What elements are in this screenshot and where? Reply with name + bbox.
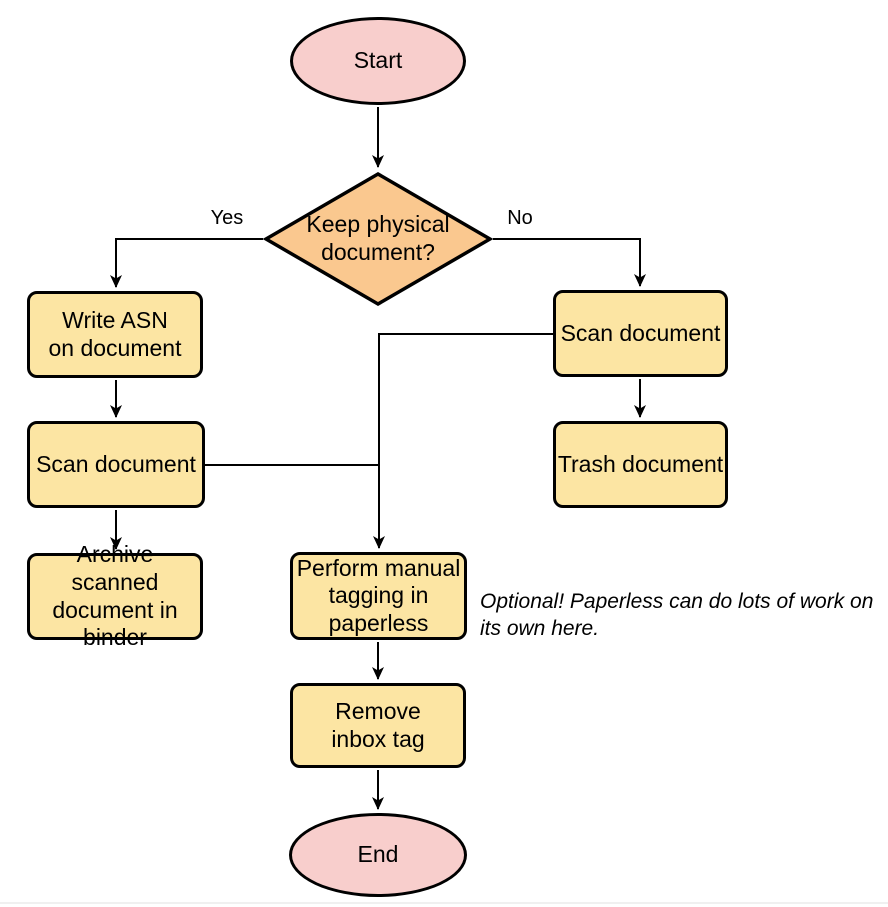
node-scan-document-left: Scan document [27,421,205,508]
edge-label-yes: Yes [210,207,244,229]
node-write-asn: Write ASN on document [27,291,203,378]
page-bottom-divider [0,902,888,904]
node-trash-document: Trash document [553,421,728,508]
node-trash-document-label: Trash document [557,450,724,477]
decision-diamond-shape [263,171,493,307]
node-start: Start [290,17,466,105]
node-archive-document-label: Archive scanned document in binder [52,541,178,651]
edge-decision-yes-to-write-asn [110,238,263,288]
edge-scan-right-to-tagging [373,333,553,549]
node-decision-label: Keep physical document? [306,211,450,265]
node-manual-tagging-label: Perform manual tagging in paperless [296,554,461,636]
node-manual-tagging: Perform manual tagging in paperless [290,552,467,640]
node-archive-document: Archive scanned document in binder [27,541,203,650]
node-start-label: Start [353,47,403,74]
node-scan-document-left-label: Scan document [36,450,196,477]
edge-label-no: No [507,207,533,229]
node-scan-document-right-label: Scan document [560,319,721,346]
node-write-asn-label: Write ASN on document [48,306,182,361]
edge-decision-no-to-scan [493,238,646,287]
node-remove-inbox-tag: Remove inbox tag [290,683,466,768]
node-scan-document-right: Scan document [553,290,728,377]
node-end-label: End [357,841,399,868]
node-end: End [289,813,467,897]
node-remove-inbox-tag-label: Remove inbox tag [331,697,425,752]
node-decision: Keep physical document? [263,171,493,307]
annotation-note: Optional! Paperless can do lots of work … [480,590,874,640]
